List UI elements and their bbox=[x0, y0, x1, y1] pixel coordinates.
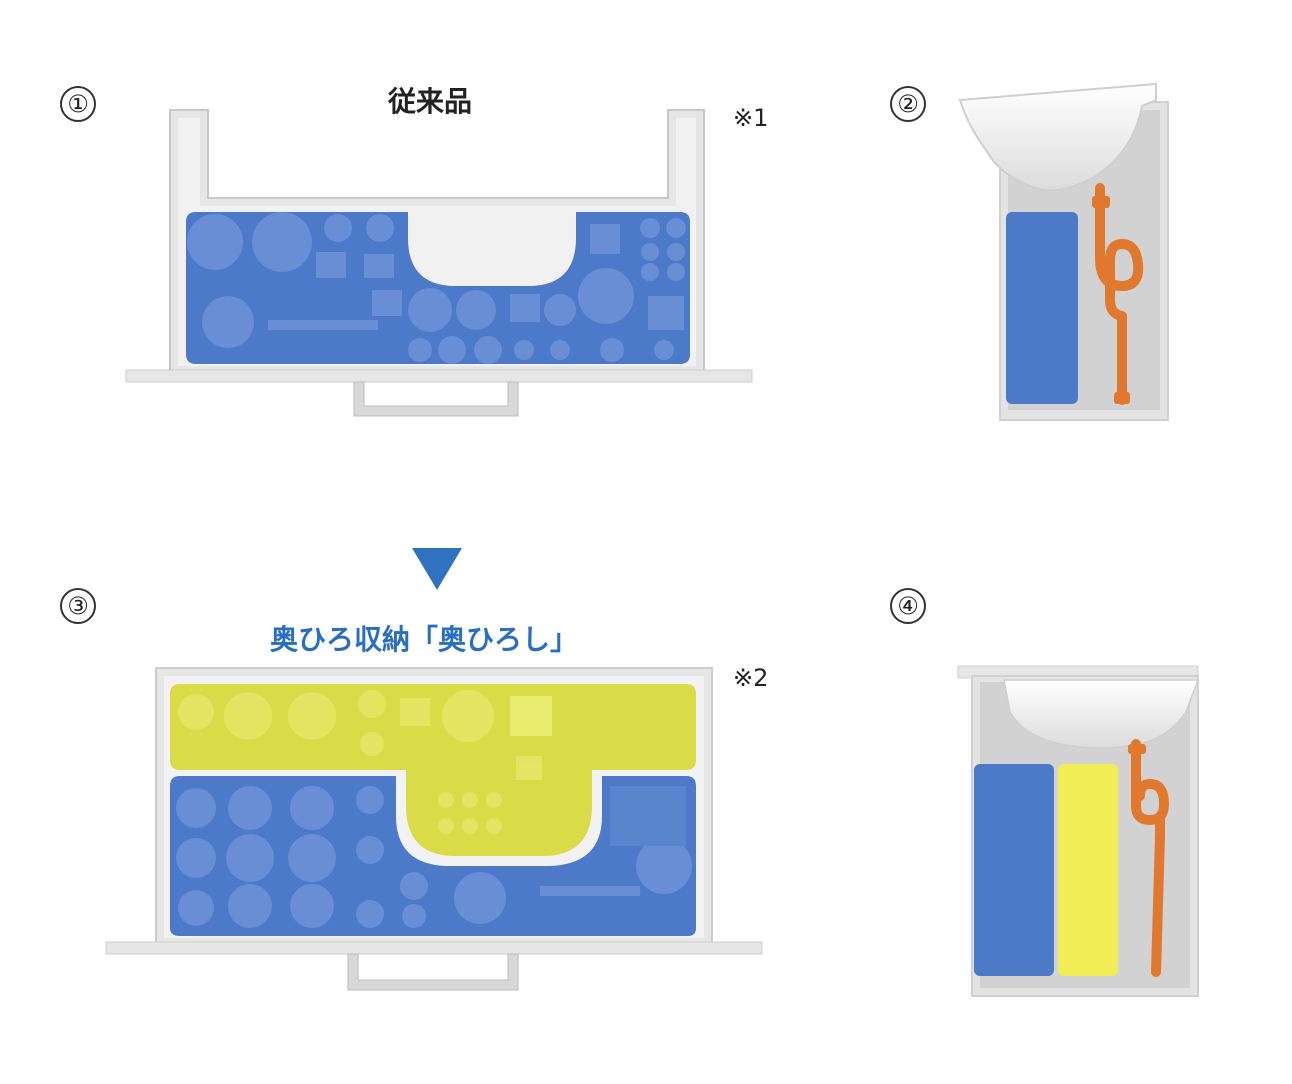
panel-number-1: ① bbox=[60, 86, 96, 122]
down-triangle-icon bbox=[412, 548, 462, 590]
panel4-drain-pipe bbox=[1131, 739, 1169, 977]
panel2-sink bbox=[958, 82, 1157, 192]
panel1-title: 従来品 bbox=[388, 85, 473, 118]
panel-number-3: ③ bbox=[60, 588, 96, 624]
panel-number-2: ② bbox=[890, 86, 926, 122]
panel4-sink bbox=[1003, 679, 1200, 749]
panel4-storage-blue bbox=[974, 764, 1054, 976]
panel1-note: ※1 bbox=[733, 104, 769, 132]
panel4-storage-yellow bbox=[1058, 764, 1118, 976]
panel4-cabinet bbox=[957, 665, 1200, 997]
panel2-cabinet bbox=[958, 82, 1169, 421]
panel3-note: ※2 bbox=[733, 664, 769, 692]
panel3-drawer bbox=[105, 667, 763, 991]
panel2-storage-blue bbox=[1006, 212, 1078, 404]
panel2-drain-pipe bbox=[1095, 183, 1144, 405]
panel1-drawer bbox=[125, 109, 753, 417]
panel-number-4: ④ bbox=[890, 588, 926, 624]
panel3-title: 奥ひろ収納「奥ひろし」 bbox=[270, 623, 579, 656]
